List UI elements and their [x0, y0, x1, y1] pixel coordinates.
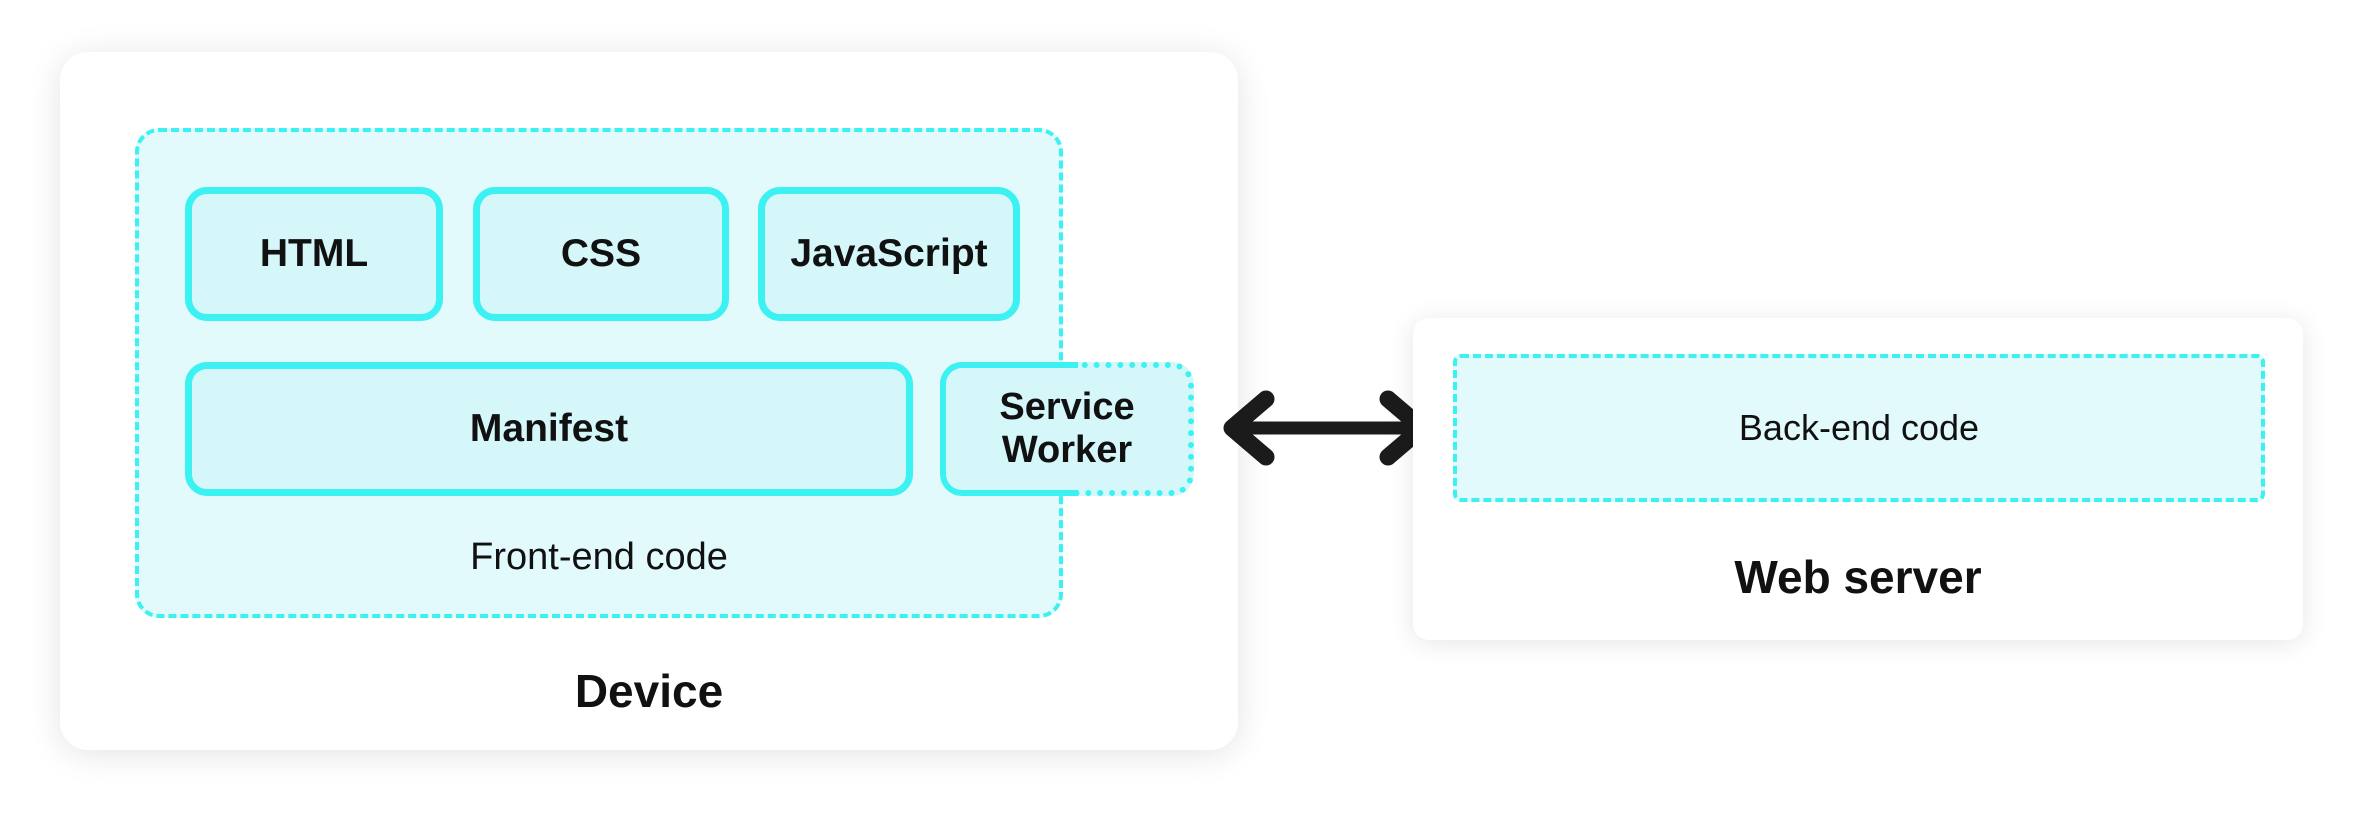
backend-box-label: Back-end code — [1738, 407, 1980, 448]
service-worker-box: Service Worker — [940, 362, 1194, 496]
javascript-box: JavaScript — [758, 187, 1020, 321]
frontend-container: HTML CSS JavaScript Manifest Service Wor… — [135, 128, 1194, 618]
frontend-label: Front-end code — [470, 536, 728, 578]
html-box: HTML — [185, 187, 443, 321]
css-box: CSS — [473, 187, 729, 321]
web-server-label: Web server — [1734, 551, 1982, 603]
double-headed-arrow-icon — [1223, 390, 1431, 466]
device-label: Device — [574, 665, 724, 717]
backend-box: Back-end code — [1453, 354, 2265, 502]
manifest-box-label: Manifest — [469, 407, 629, 451]
device-panel: HTML CSS JavaScript Manifest Service Wor… — [60, 52, 1238, 750]
css-box-label: CSS — [560, 232, 642, 276]
html-box-label: HTML — [259, 232, 369, 276]
service-worker-box-label: Service Worker — [999, 386, 1135, 471]
javascript-box-label: JavaScript — [790, 232, 988, 276]
web-server-panel: Back-end code Web server — [1413, 318, 2303, 640]
manifest-box: Manifest — [185, 362, 913, 496]
